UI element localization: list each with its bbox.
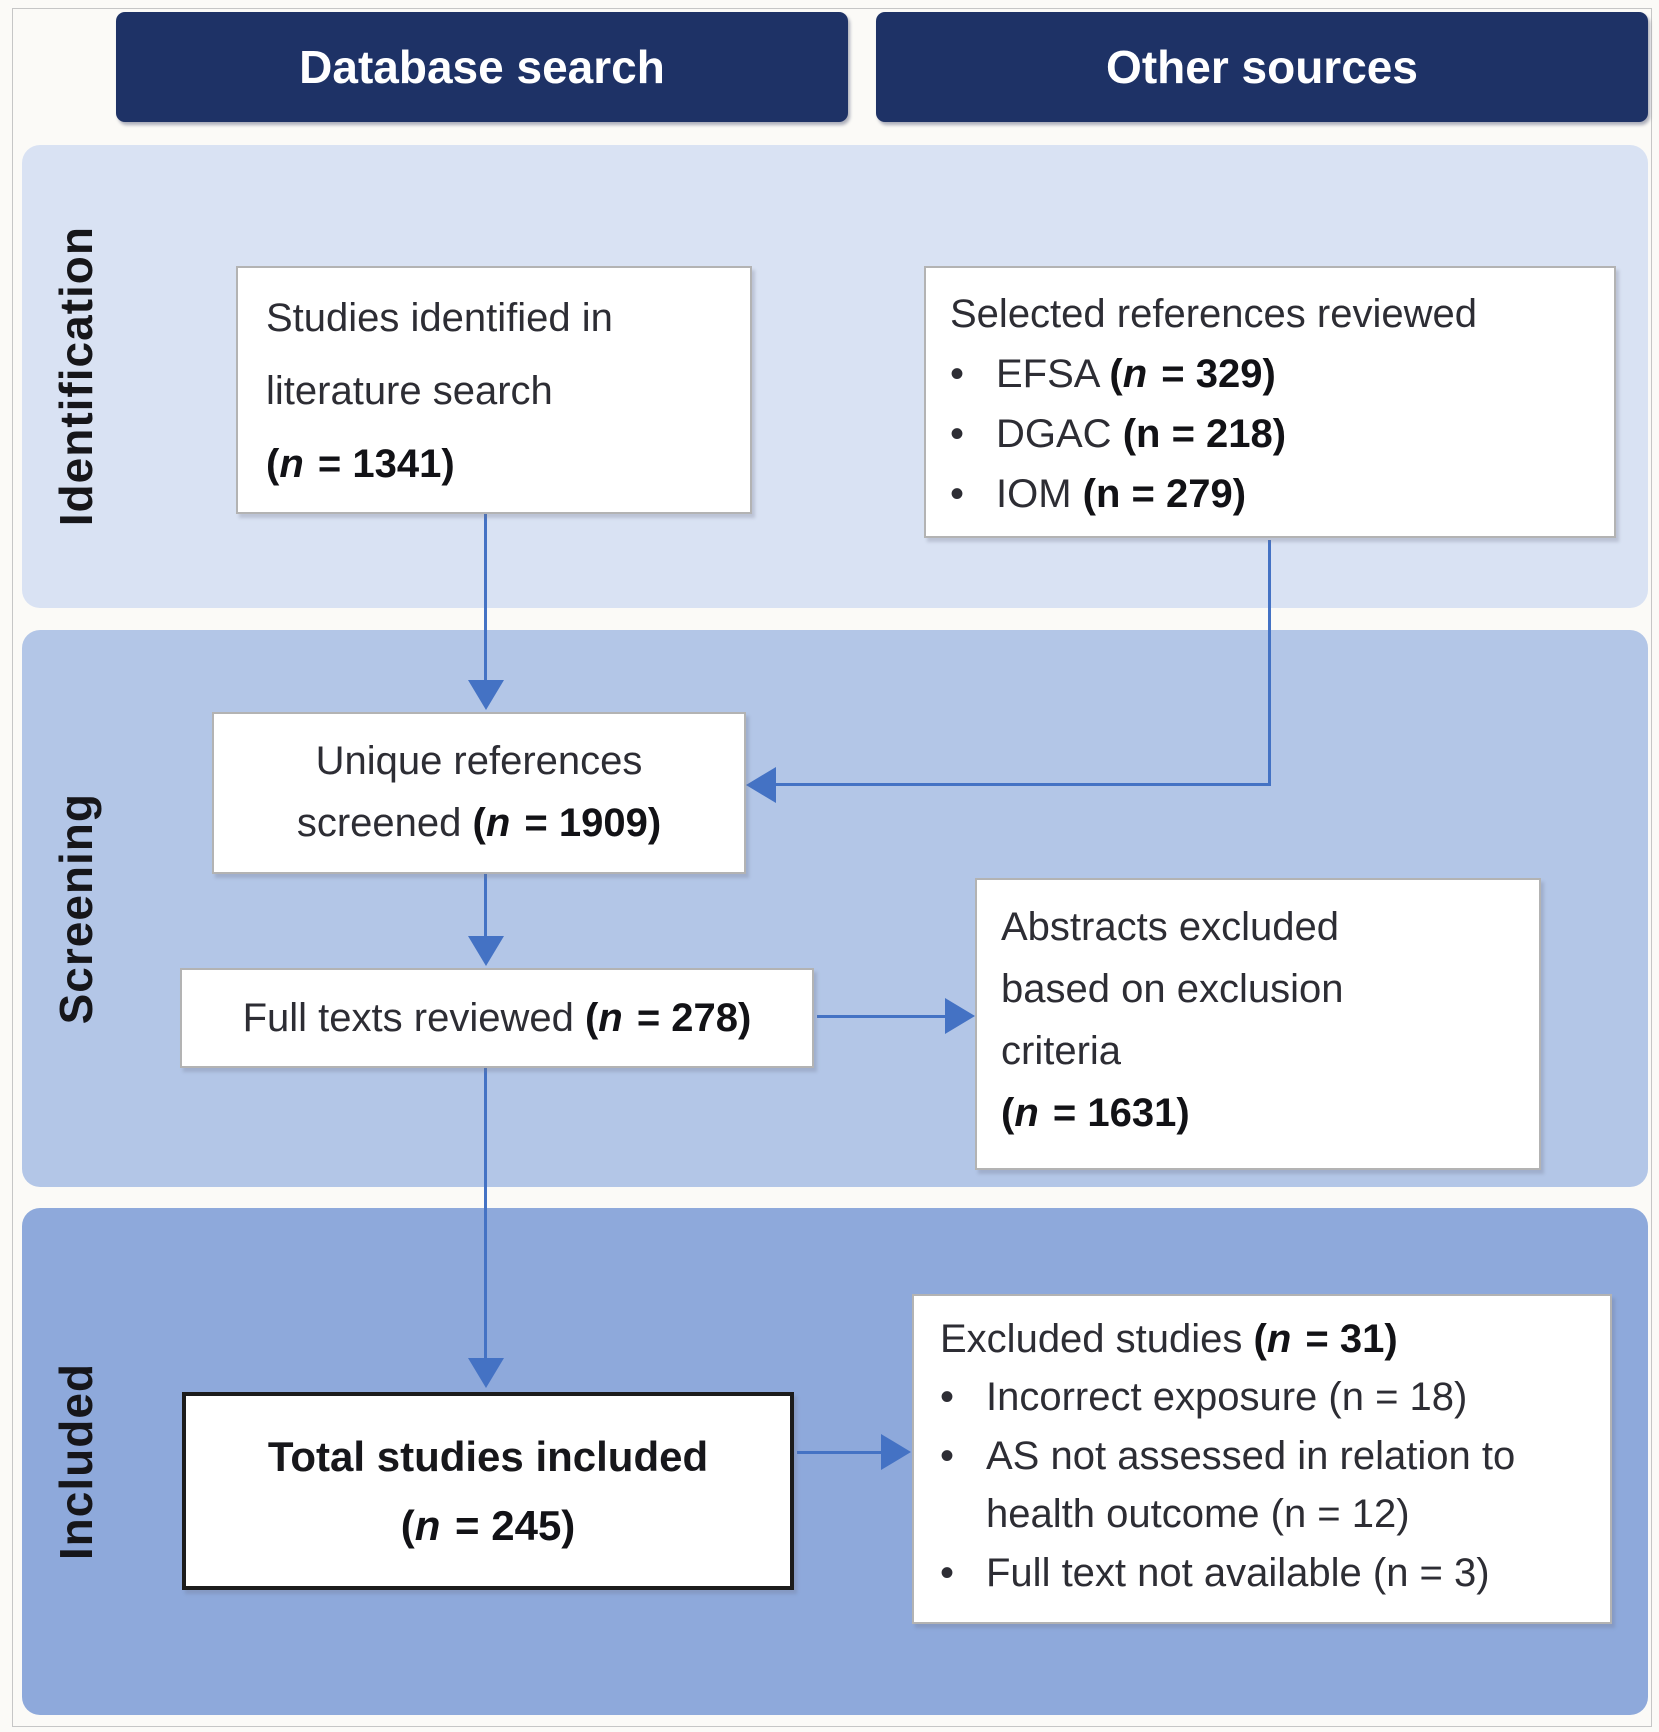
list-item: • AS not assessed in relation to health …	[940, 1427, 1592, 1544]
excluded-reason-1: Incorrect exposure (n = 18)	[986, 1375, 1468, 1420]
arrow-selected-to-unique-hline	[772, 783, 1271, 786]
arrow-right-icon	[945, 998, 975, 1034]
excluded-reason-3: Full text not available (n = 3)	[986, 1550, 1490, 1595]
abstracts-excluded-line2: based on exclusion	[1001, 967, 1344, 1011]
excluded-reason-2: AS not assessed in relation to health ou…	[986, 1433, 1516, 1537]
unique-references-line2: screened (n = 1909)	[296, 801, 662, 845]
abstracts-excluded-line3: criteria	[1001, 1029, 1122, 1073]
arrow-fulltexts-to-abstracts-line	[817, 1015, 947, 1018]
arrow-left-icon	[746, 767, 776, 803]
stage-label-identification: Identification	[50, 226, 102, 527]
count: (n = 245)	[400, 1502, 576, 1549]
bullet-icon: •	[950, 412, 965, 456]
excluded-studies-title: Excluded studies (n = 31)	[940, 1317, 1398, 1361]
arrow-down-icon	[468, 936, 504, 966]
arrow-selected-to-unique-vline	[1268, 540, 1271, 786]
arrow-unique-to-fulltexts-line	[484, 874, 487, 938]
count: (n = 279)	[1082, 472, 1247, 516]
full-texts-reviewed-text: Full texts reviewed (n = 278)	[242, 995, 752, 1040]
arrow-fulltexts-to-total-line	[484, 1068, 487, 1360]
arrow-down-icon	[468, 1358, 504, 1388]
selected-ref-iom: IOM (n = 279)	[996, 472, 1247, 516]
arrow-down-icon	[468, 680, 504, 710]
abstracts-excluded-line1: Abstracts excluded	[1001, 905, 1339, 949]
box-unique-references: Unique references screened (n = 1909)	[212, 712, 746, 874]
total-included-count: (n = 245)	[401, 1491, 576, 1560]
bullet-icon: •	[950, 472, 965, 516]
studies-identified-line1: Studies identified in	[266, 296, 613, 340]
box-excluded-studies: Excluded studies (n = 31) • Incorrect ex…	[912, 1294, 1612, 1624]
header-database-search: Database search	[116, 12, 848, 122]
count: (n = 1341)	[266, 441, 455, 486]
selected-ref-dgac: DGAC (n = 218)	[996, 412, 1287, 456]
box-total-studies-included: Total studies included (n = 245)	[182, 1392, 794, 1590]
box-full-texts-reviewed: Full texts reviewed (n = 278)	[180, 968, 814, 1068]
count: (n = 1631)	[1001, 1091, 1190, 1135]
selected-references-title: Selected references reviewed	[950, 292, 1477, 336]
list-item: • IOM (n = 279)	[950, 464, 1606, 524]
bullet-icon: •	[940, 1433, 955, 1478]
unique-references-line1: Unique references	[315, 739, 643, 783]
selected-ref-efsa: EFSA (n = 329)	[996, 352, 1276, 396]
header-other-sources-label: Other sources	[1106, 41, 1418, 93]
abstracts-excluded-count: (n = 1631)	[1001, 1082, 1533, 1144]
header-other-sources: Other sources	[876, 12, 1648, 122]
count: (n = 31)	[1253, 1317, 1398, 1361]
box-studies-identified: Studies identified in literature search …	[236, 266, 752, 514]
studies-identified-line2: literature search	[266, 368, 553, 413]
total-included-line1: Total studies included	[267, 1432, 709, 1480]
header-database-search-label: Database search	[299, 41, 665, 93]
bullet-icon: •	[940, 1375, 955, 1420]
stage-label-screening: Screening	[50, 792, 102, 1025]
count: (n = 1909)	[472, 801, 662, 845]
list-item: • DGAC (n = 218)	[950, 404, 1606, 464]
count: (n = 329)	[1109, 352, 1276, 396]
stage-label-included: Included	[50, 1362, 102, 1561]
box-abstracts-excluded: Abstracts excluded based on exclusion cr…	[975, 878, 1541, 1170]
bullet-icon: •	[940, 1550, 955, 1595]
figure-frame	[12, 8, 1652, 1727]
arrow-right-icon	[881, 1434, 911, 1470]
arrow-total-to-excluded-line	[797, 1451, 883, 1454]
list-item: • Incorrect exposure (n = 18)	[940, 1368, 1592, 1426]
box-selected-references: Selected references reviewed • EFSA (n =…	[924, 266, 1616, 538]
count: (n = 218)	[1122, 412, 1287, 456]
bullet-icon: •	[950, 352, 965, 396]
arrow-studies-to-unique-line	[484, 514, 487, 682]
count: (n = 278)	[584, 995, 752, 1040]
list-item: • EFSA (n = 329)	[950, 344, 1606, 404]
studies-identified-count: (n = 1341)	[266, 428, 740, 501]
list-item: • Full text not available (n = 3)	[940, 1544, 1592, 1602]
